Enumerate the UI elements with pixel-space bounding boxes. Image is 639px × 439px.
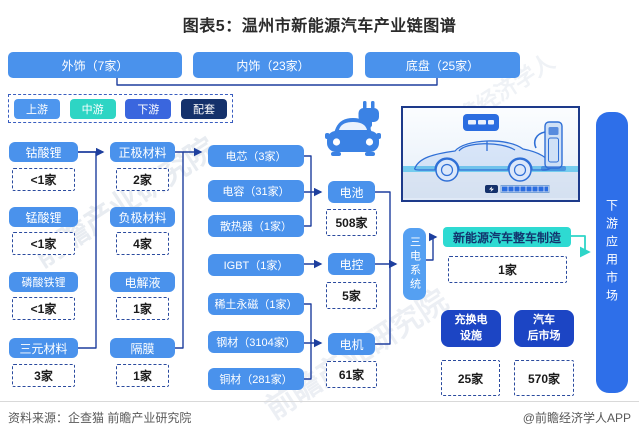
- node-downstream-market: 下游应用市场: [596, 112, 628, 393]
- footer-divider: [0, 401, 639, 402]
- count-cobalt-lithium: <1家: [12, 168, 75, 191]
- node-ternary-material: 三元材料: [9, 338, 78, 358]
- count-battery: 508家: [326, 209, 377, 236]
- top-box-exterior: 外饰（7家）: [8, 52, 182, 78]
- node-motor: 电机: [328, 333, 375, 355]
- node-capacitor: 电容（31家）: [208, 180, 304, 202]
- page-title: 图表5：温州市新能源汽车产业链图谱: [182, 18, 457, 35]
- node-cobalt-lithium: 钴酸锂: [9, 142, 78, 162]
- node-igbt: IGBT（1家）: [208, 254, 304, 276]
- count-manganese-lithium: <1家: [12, 232, 75, 255]
- top-box-chassis: 底盘（25家）: [365, 52, 520, 78]
- node-cell: 电芯（3家）: [208, 145, 304, 167]
- downstream-market-label: 下游应用市场: [604, 198, 619, 307]
- node-radiator: 散热器（1家）: [208, 215, 304, 237]
- three-electric-system-label: 三电系统: [408, 236, 421, 292]
- ev-charging-image: [401, 106, 580, 202]
- count-anode: 4家: [116, 232, 169, 255]
- node-oem-manufacturing: 新能源汽车整车制造: [443, 227, 571, 247]
- node-separator: 隔膜: [110, 338, 175, 358]
- node-control: 电控: [328, 253, 375, 275]
- node-copper: 铜材（281家）: [208, 368, 304, 390]
- node-steel: 钢材（3104家）: [208, 331, 304, 353]
- node-manganese-lithium: 锰酸锂: [9, 207, 78, 227]
- legend-upstream: 上游: [14, 98, 60, 119]
- node-anode: 负极材料: [110, 207, 175, 227]
- count-separator: 1家: [116, 364, 169, 387]
- source-note: 资料来源：企查猫 前瞻产业研究院: [8, 411, 192, 425]
- node-charging-facilities: 充换电 设施: [441, 310, 501, 347]
- legend-supporting: 配套: [180, 98, 227, 119]
- count-lfp: <1家: [12, 297, 75, 320]
- charging-facilities-line2: 设施: [460, 329, 482, 342]
- count-charging-facilities: 25家: [441, 360, 500, 396]
- count-motor: 61家: [326, 361, 377, 388]
- count-oem: 1家: [448, 256, 567, 283]
- aftermarket-line1: 汽车: [533, 313, 555, 326]
- count-control: 5家: [326, 282, 377, 309]
- node-three-electric-system: 三电系统: [403, 228, 426, 300]
- node-electrolyte: 电解液: [110, 272, 175, 292]
- node-cathode: 正极材料: [110, 142, 175, 162]
- ev-car-plug-icon: [325, 101, 381, 156]
- count-aftermarket: 570家: [514, 360, 574, 396]
- node-rare-earth-magnet: 稀土永磁（1家）: [208, 293, 304, 315]
- legend-midstream: 中游: [69, 98, 116, 119]
- legend: 上游 中游 下游 配套: [8, 94, 233, 123]
- charging-facilities-line1: 充换电: [454, 313, 488, 326]
- node-lfp: 磷酸铁锂: [9, 272, 78, 292]
- node-aftermarket: 汽车 后市场: [514, 310, 574, 347]
- count-ternary-material: 3家: [12, 364, 75, 387]
- top-box-interior: 内饰（23家）: [193, 52, 353, 78]
- wireframe-car-illustration: [403, 114, 578, 198]
- legend-downstream: 下游: [125, 98, 172, 119]
- count-electrolyte: 1家: [116, 297, 169, 320]
- credit-note: @前瞻经济学人APP: [522, 411, 631, 425]
- aftermarket-line2: 后市场: [527, 329, 561, 342]
- node-battery: 电池: [328, 181, 375, 203]
- count-cathode: 2家: [116, 168, 169, 191]
